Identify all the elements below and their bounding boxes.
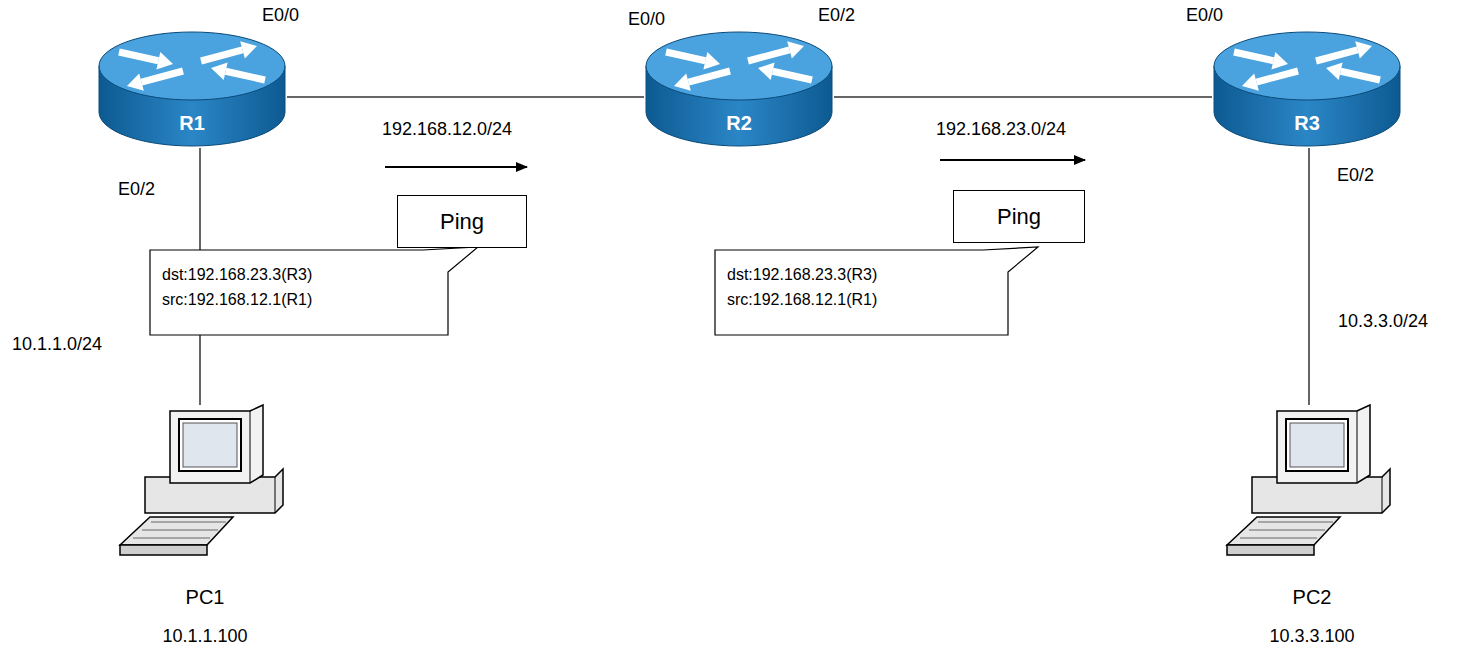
- packet-callout: dst:192.168.23.3(R3)src:192.168.12.1(R1): [150, 250, 448, 335]
- flow-arrow: [385, 166, 527, 168]
- network-address: 10.3.3.0/24: [1338, 310, 1428, 332]
- pc-shape: [115, 405, 295, 565]
- network-address: 192.168.12.0/24: [382, 118, 512, 140]
- pc-icon: PC2 10.3.3.100: [1222, 405, 1402, 654]
- host-address: 10.1.1.100: [115, 626, 295, 647]
- network-link: [1308, 148, 1310, 405]
- destination-address: dst:192.168.23.3(R3): [162, 262, 438, 287]
- router-name: R2: [644, 112, 834, 135]
- host-name: PC2: [1222, 586, 1402, 609]
- host-address: 10.3.3.100: [1222, 626, 1402, 647]
- pc-icon: PC1 10.1.1.100: [115, 405, 295, 654]
- source-address: src:192.168.12.1(R1): [727, 287, 998, 312]
- network-link: [834, 96, 1212, 98]
- router-name: R1: [97, 112, 287, 135]
- source-address: src:192.168.12.1(R1): [162, 287, 438, 312]
- pc-shape: [1222, 405, 1402, 565]
- interface-name: E0/0: [1186, 4, 1223, 26]
- packet-callout: dst:192.168.23.3(R3)src:192.168.12.1(R1): [715, 250, 1008, 335]
- network-link: [287, 96, 644, 98]
- host-name: PC1: [115, 586, 295, 609]
- destination-address: dst:192.168.23.3(R3): [727, 262, 998, 287]
- router-icon: R1: [97, 30, 287, 148]
- interface-name: E0/0: [262, 4, 299, 26]
- router-icon: R3: [1212, 30, 1402, 148]
- ping-box: Ping: [953, 190, 1085, 243]
- interface-name: E0/0: [628, 8, 665, 30]
- network-address: 10.1.1.0/24: [12, 333, 102, 355]
- interface-name: E0/2: [1337, 164, 1374, 186]
- interface-name: E0/2: [118, 178, 155, 200]
- router-name: R3: [1212, 112, 1402, 135]
- router-icon: R2: [644, 30, 834, 148]
- packet-type: Ping: [997, 204, 1041, 230]
- flow-arrow: [940, 159, 1085, 161]
- packet-type: Ping: [440, 209, 484, 235]
- network-address: 192.168.23.0/24: [936, 118, 1066, 140]
- interface-name: E0/2: [818, 4, 855, 26]
- ping-box: Ping: [397, 195, 527, 248]
